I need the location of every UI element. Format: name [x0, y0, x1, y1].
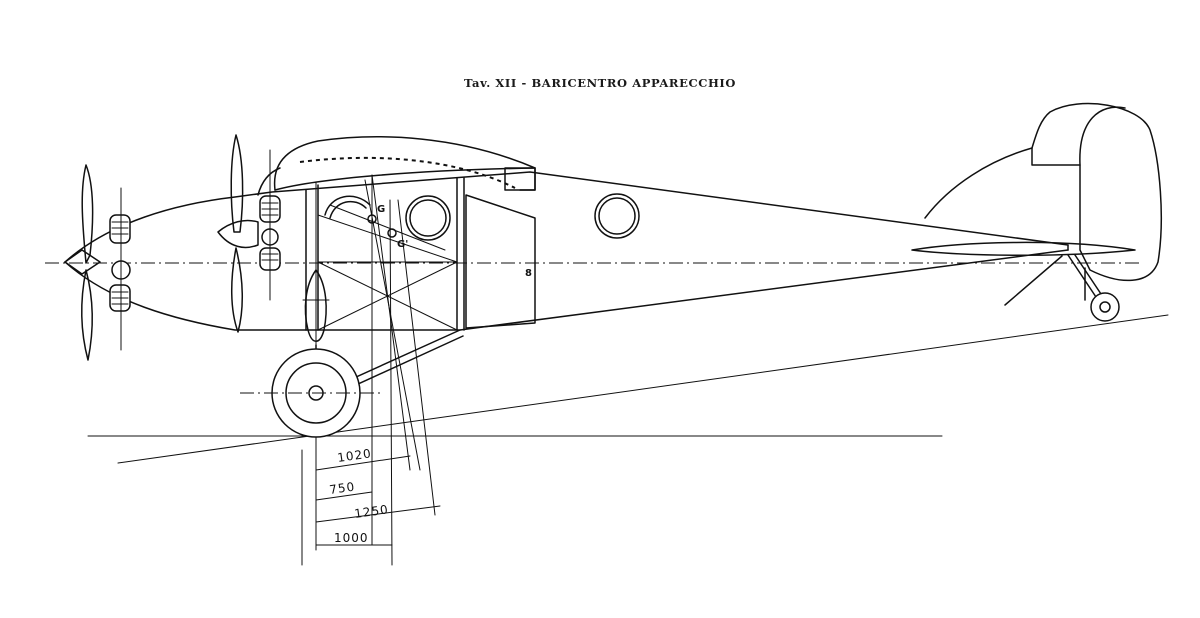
front-propeller: [64, 164, 131, 361]
cg-markers: [329, 204, 446, 251]
page-title: Tav. XII - BARICENTRO APPARECCHIO: [463, 76, 737, 90]
interior-frames: [305, 177, 465, 331]
engine-rings: [324, 195, 451, 241]
cabin-door: [465, 194, 536, 329]
rear-propeller: [217, 134, 281, 333]
dimension-1250: 1250: [353, 502, 389, 521]
dimension-lines: [301, 449, 441, 566]
cg-label-g: G: [377, 204, 385, 215]
cg-label-g-prime: G': [397, 239, 408, 250]
landing-gear: [240, 269, 464, 438]
dimension-1020: 1020: [336, 446, 372, 465]
tail-fin: [924, 102, 1163, 282]
side-mark: 8: [525, 268, 532, 279]
cabin-window: [594, 193, 640, 239]
upper-wing: [273, 136, 536, 191]
dimension-750: 750: [328, 480, 356, 497]
ground-lines: [87, 314, 1169, 464]
dimension-1000: 1000: [334, 531, 369, 545]
horizontal-stabilizer: [911, 241, 1136, 257]
tail-skid: [1004, 254, 1120, 322]
